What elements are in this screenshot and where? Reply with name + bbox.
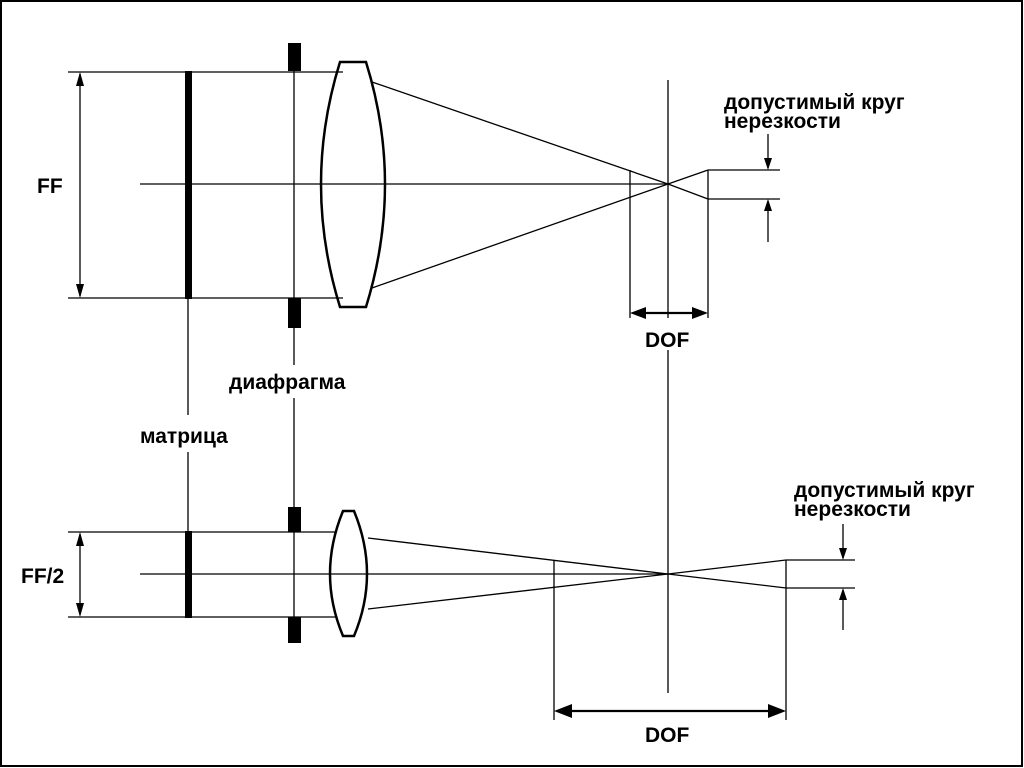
bottom-diaphragm-lower [288, 617, 301, 643]
label-coc-bottom-line1: допустимый круг [794, 479, 975, 502]
label-coc-bottom-line2: нерезкости [794, 498, 911, 521]
bottom-ray-upper-cont [667, 559, 787, 575]
top-ray-upper-cont [667, 169, 709, 185]
bottom-coc-arrow-up [839, 588, 847, 600]
bottom-sensor [185, 531, 192, 618]
label-sensor: матрица [140, 425, 228, 448]
bottom-ray-lower [367, 573, 669, 610]
bottom-ray-upper [367, 537, 669, 575]
bottom-coc-arrow-down [839, 548, 847, 560]
top-ff-arrow-down [76, 284, 84, 298]
top-system [68, 43, 780, 693]
bottom-ff-arrow-down [76, 603, 84, 617]
top-dof-arrow-left [630, 307, 646, 319]
bottom-ray-lower-cont [667, 573, 787, 589]
top-ray-lower-cont [667, 183, 709, 200]
bottom-dof-arrow-left [554, 704, 572, 718]
top-diaphragm-lower [288, 298, 301, 328]
label-ff-half: FF/2 [21, 565, 64, 588]
bottom-lens [328, 509, 369, 638]
top-ray-upper [371, 81, 669, 185]
label-coc-top-line2: нерезкости [724, 110, 841, 133]
bottom-ff-arrow-up [76, 532, 84, 546]
label-dof-top: DOF [645, 329, 690, 352]
bottom-system [68, 507, 855, 720]
top-dof-arrow-right [692, 307, 708, 319]
label-coc-top-line1: допустимый круг [724, 91, 905, 114]
bottom-diaphragm-upper [288, 507, 301, 532]
top-diaphragm-upper [288, 43, 301, 71]
top-lens [319, 60, 387, 309]
label-dof-bottom: DOF [645, 724, 690, 747]
label-diaphragm: диафрагма [229, 371, 346, 394]
top-coc-arrow-up [764, 199, 772, 211]
connectors [187, 299, 295, 532]
label-ff: FF [37, 175, 63, 198]
top-ff-arrow-up [76, 72, 84, 86]
top-ray-lower [371, 183, 669, 289]
top-coc-arrow-down [764, 158, 772, 170]
top-sensor [185, 71, 192, 299]
bottom-dof-arrow-right [768, 704, 786, 718]
